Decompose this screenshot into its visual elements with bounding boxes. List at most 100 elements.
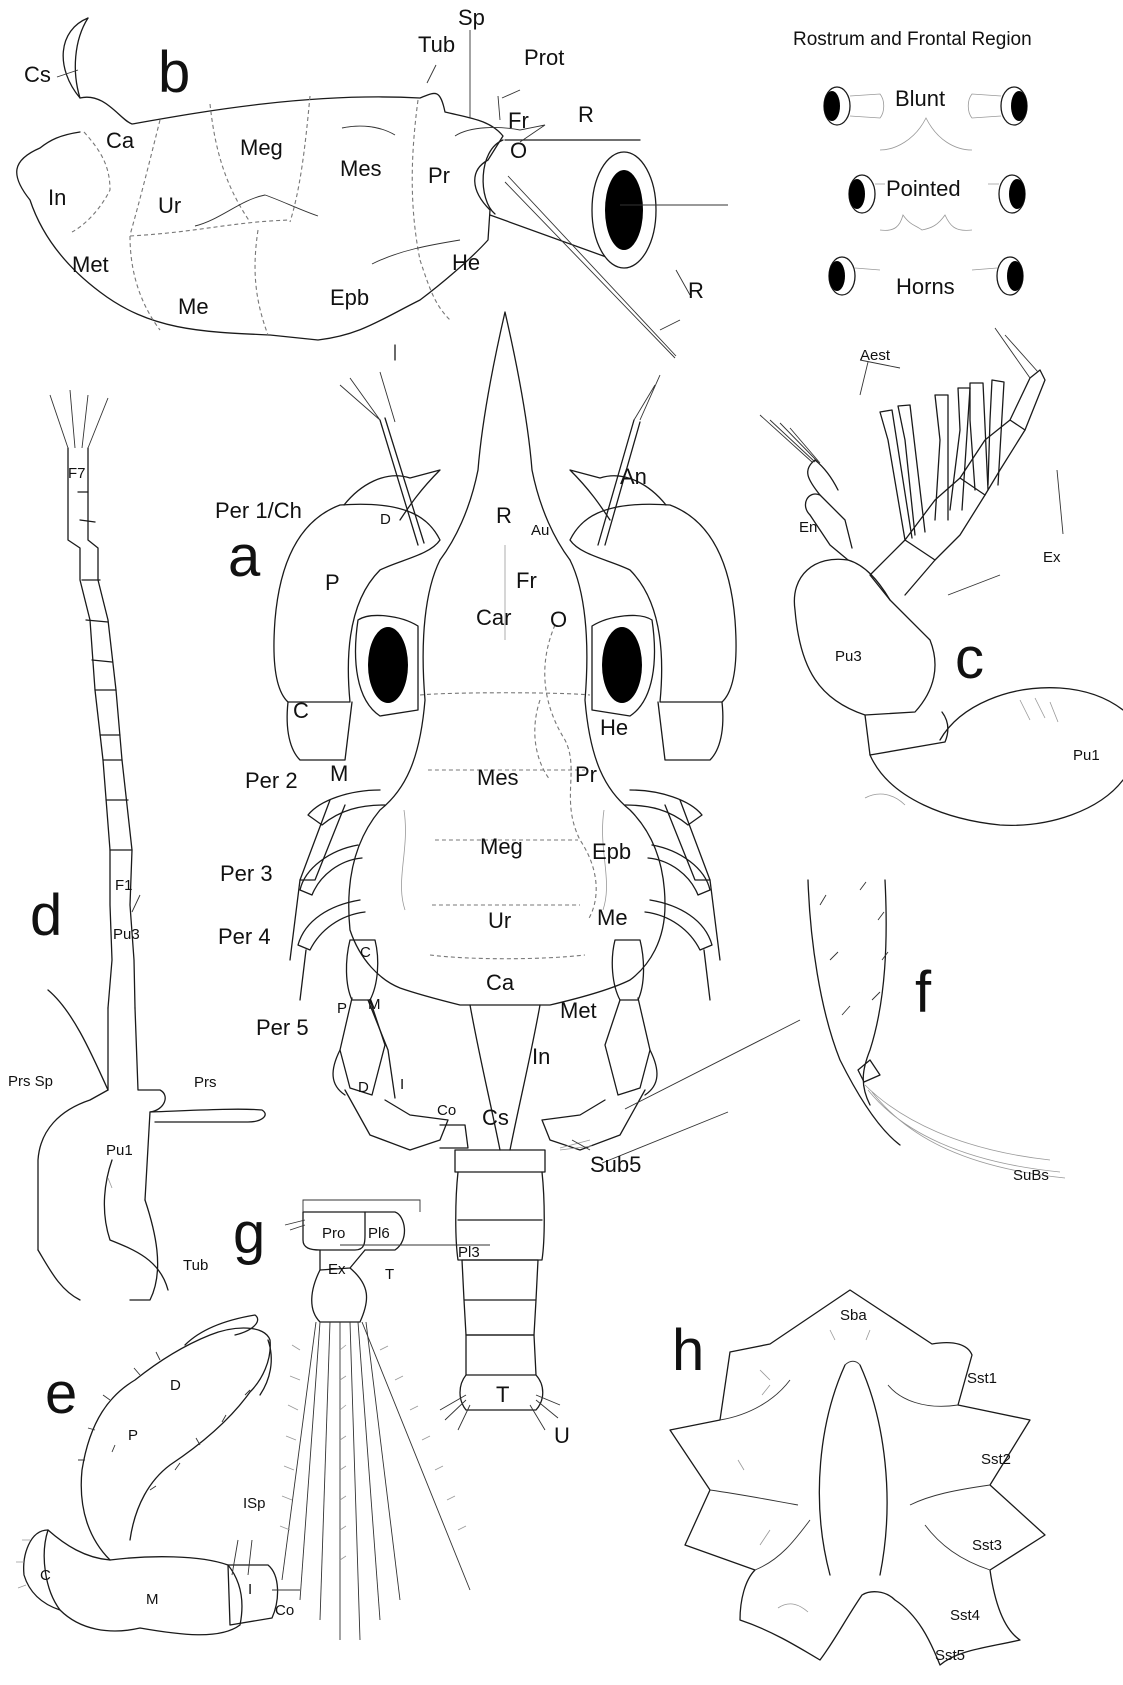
label-a-meg: Meg	[480, 834, 523, 859]
label-a-i: I	[400, 1076, 404, 1093]
label-a-fr: Fr	[516, 568, 537, 593]
label-c-ex: Ex	[1043, 549, 1061, 566]
label-a-sub5: Sub5	[590, 1152, 641, 1177]
label-b-r: R	[578, 102, 594, 127]
label-c-aest: Aest	[860, 347, 891, 364]
label-a-u: U	[554, 1423, 570, 1448]
rostrum-key-title: Rostrum and Frontal Region	[793, 29, 1032, 50]
label-a-p2: P	[337, 1000, 347, 1017]
label-a-p: P	[325, 570, 340, 595]
label-a-m2: M	[368, 996, 381, 1013]
label-a-o: O	[550, 607, 567, 632]
label-b-ca: Ca	[106, 128, 135, 153]
label-a-d2: D	[358, 1079, 369, 1096]
label-a-per1ch: Per 1/Ch	[215, 498, 302, 523]
label-h-sba: Sba	[840, 1307, 867, 1324]
label-d-tub: Tub	[183, 1257, 208, 1274]
label-b-prot: Prot	[524, 45, 564, 70]
label-a-m: M	[330, 761, 348, 786]
label-b-me: Me	[178, 294, 209, 319]
label-a-an: An	[620, 464, 647, 489]
label-e-c: C	[40, 1567, 51, 1584]
panel-letter-h: h	[672, 1318, 704, 1383]
panel-b-carapace-lateral: Cs Sp Tub Prot Fr R O Ca Meg Mes Pr In U…	[17, 5, 728, 358]
panel-letter-c: c	[955, 626, 984, 691]
label-h-sst4: Sst4	[950, 1607, 980, 1624]
label-d-f7: F7	[68, 465, 86, 482]
label-e-isp: ISp	[243, 1495, 266, 1512]
label-a-he: He	[600, 715, 628, 740]
label-a-pl3: Pl3	[458, 1244, 480, 1261]
rostrum-type-blunt: Blunt	[895, 86, 945, 111]
label-a-per4: Per 4	[218, 924, 271, 949]
label-c-pu3: Pu3	[835, 648, 862, 665]
label-d-pu1: Pu1	[106, 1142, 133, 1159]
rostrum-type-horns: Horns	[896, 274, 955, 299]
label-a-per2: Per 2	[245, 768, 298, 793]
label-c-pu1: Pu1	[1073, 747, 1100, 764]
panel-letter-a: a	[228, 524, 261, 589]
label-e-m: M	[146, 1591, 159, 1608]
label-a-per3: Per 3	[220, 861, 273, 886]
panel-letter-f: f	[915, 960, 932, 1025]
label-c-en: En	[799, 519, 817, 536]
label-a-car: Car	[476, 605, 511, 630]
label-e-p: P	[128, 1427, 138, 1444]
label-d-prs: Prs	[194, 1074, 217, 1091]
label-a-d: D	[380, 511, 391, 528]
label-d-f1: F1	[115, 877, 133, 894]
label-b-mes: Mes	[340, 156, 382, 181]
label-f-subs: SuBs	[1013, 1167, 1049, 1184]
label-b-ur: Ur	[158, 193, 181, 218]
label-a-per5: Per 5	[256, 1015, 309, 1040]
panel-g-uropod: Pro Pl6 Ex T	[280, 1200, 490, 1640]
label-b-r2: R	[688, 278, 704, 303]
label-h-sst3: Sst3	[972, 1537, 1002, 1554]
label-e-co: Co	[275, 1602, 294, 1619]
label-e-d: D	[170, 1377, 181, 1394]
label-a-r: R	[496, 503, 512, 528]
label-e-i: I	[248, 1581, 252, 1598]
panel-letter-b: b	[158, 40, 190, 105]
label-a-c: C	[293, 698, 309, 723]
panel-letter-g: g	[233, 1201, 265, 1266]
label-b-sp: Sp	[458, 5, 485, 30]
panel-c-antennule: Aest En Ex Pu3 Pu1	[760, 328, 1123, 825]
label-b-epb: Epb	[330, 285, 369, 310]
label-a-mes: Mes	[477, 765, 519, 790]
panel-letter-d: d	[30, 883, 62, 948]
label-b-fr: Fr	[508, 108, 529, 133]
label-b-met: Met	[72, 252, 109, 277]
label-g-pro: Pro	[322, 1225, 345, 1242]
label-a-ur: Ur	[488, 908, 511, 933]
rostrum-frontal-region-key: Rostrum and Frontal Region Blunt Pointed…	[793, 29, 1032, 299]
label-a-co: Co	[437, 1102, 456, 1119]
panel-h-sternum: Sba Sst1 Sst2 Sst3 Sst4 Sst5	[670, 1290, 1045, 1665]
label-a-pr: Pr	[575, 762, 597, 787]
label-a-au: Au	[531, 522, 549, 539]
label-g-ex: Ex	[328, 1261, 346, 1278]
panel-a-dorsal-view: Per 1/Ch D R Au An P Fr Car O C He Mes P…	[215, 312, 736, 1448]
label-a-cs: Cs	[482, 1105, 509, 1130]
rostrum-type-pointed: Pointed	[886, 176, 961, 201]
label-b-meg: Meg	[240, 135, 283, 160]
label-a-c2: C	[360, 944, 371, 961]
label-b-tub: Tub	[418, 32, 455, 57]
label-d-pu3: Pu3	[113, 926, 140, 943]
panel-letter-e: e	[45, 1361, 77, 1426]
label-b-he: He	[452, 250, 480, 275]
label-a-in: In	[532, 1044, 550, 1069]
panel-f-seta-detail: SuBs	[625, 880, 1065, 1184]
label-b-in: In	[48, 185, 66, 210]
label-b-cs: Cs	[24, 62, 51, 87]
label-h-sst2: Sst2	[981, 1451, 1011, 1468]
label-b-pr: Pr	[428, 163, 450, 188]
panel-d-antenna: F7 F1 Pu3 Prs Sp Prs Pu1 Tub	[8, 390, 265, 1300]
label-g-t: T	[385, 1266, 394, 1283]
label-h-sst5: Sst5	[935, 1647, 965, 1664]
label-g-pl6: Pl6	[368, 1225, 390, 1242]
label-b-o: O	[510, 138, 527, 163]
label-a-me: Me	[597, 905, 628, 930]
label-d-prssp: Prs Sp	[8, 1073, 53, 1090]
